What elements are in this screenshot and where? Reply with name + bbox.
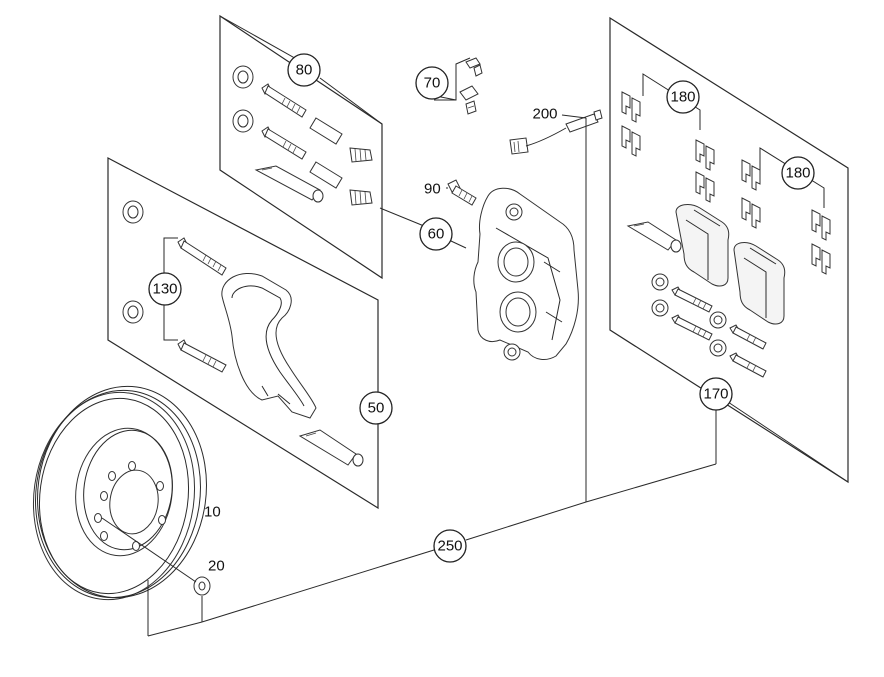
svg-text:70: 70	[424, 75, 441, 92]
callout-80[interactable]: 80	[287, 53, 321, 87]
callout-50[interactable]: 50	[359, 391, 393, 425]
part-clips-180-right	[695, 139, 715, 203]
part-bolt-top	[261, 83, 307, 118]
callout-20[interactable]: 20	[208, 558, 225, 575]
part-caliper-60	[473, 187, 579, 361]
part-bellow-top	[349, 147, 373, 163]
part-boot-mid	[232, 109, 254, 133]
callout-170[interactable]: 170	[699, 377, 733, 411]
part-bolt-170-1	[671, 286, 713, 313]
part-bolt-170-4	[729, 352, 767, 378]
part-bolt-170-3	[729, 324, 767, 350]
part-grease-tube-170	[626, 221, 682, 253]
part-boot-top	[232, 65, 254, 89]
part-bleeder-70	[434, 57, 483, 115]
part-sleeve-top	[309, 117, 343, 145]
callout-180-b[interactable]: 180	[781, 156, 815, 190]
part-grease-tube-80	[254, 165, 324, 203]
svg-text:80: 80	[296, 62, 313, 79]
part-clips-180b-left	[741, 159, 761, 229]
part-clips-180b-right	[811, 209, 831, 275]
part-screw-20	[193, 576, 211, 596]
callout-90[interactable]: 90	[424, 181, 441, 198]
callout-10[interactable]: 10	[204, 504, 221, 521]
svg-text:60: 60	[428, 226, 445, 243]
part-bolt-130-bottom	[177, 339, 227, 373]
callout-130[interactable]: 130	[148, 272, 182, 306]
part-grease-tube-50	[298, 429, 364, 467]
part-sleeve-170-2	[651, 299, 669, 317]
panel-170	[609, 16, 849, 484]
part-bellow-bottom	[349, 189, 373, 206]
callout-180-a[interactable]: 180	[666, 80, 700, 114]
panel-80	[219, 14, 383, 280]
part-sleeve-170-3	[709, 311, 727, 329]
part-caliper-bracket	[221, 273, 317, 419]
part-bolt-130-top	[177, 237, 227, 276]
part-sleeve-170-1	[651, 273, 669, 291]
callout-70[interactable]: 70	[415, 66, 449, 100]
part-bolt-170-2	[671, 314, 713, 341]
callout-200[interactable]: 200	[532, 106, 557, 123]
part-boot-130-bottom	[122, 300, 144, 324]
part-clips-180-left	[621, 91, 641, 157]
callout-60[interactable]: 60	[419, 217, 453, 251]
part-boot-130-top	[122, 200, 144, 224]
svg-text:50: 50	[368, 400, 385, 417]
panel-50	[107, 157, 379, 510]
svg-text:200: 200	[532, 106, 557, 123]
svg-text:90: 90	[424, 181, 441, 198]
part-sleeve-170-4	[709, 339, 727, 357]
svg-text:10: 10	[204, 504, 221, 521]
part-rotor-10	[32, 385, 207, 601]
svg-text:180: 180	[670, 89, 695, 106]
svg-text:130: 130	[152, 281, 177, 298]
part-brake-pad-left	[675, 204, 730, 287]
part-brake-pad-right	[733, 242, 786, 325]
callout-250[interactable]: 250	[433, 529, 467, 563]
part-sleeve-bottom	[309, 161, 343, 189]
svg-text:250: 250	[437, 538, 462, 555]
part-bolt-90	[447, 179, 477, 206]
part-bolt-mid	[261, 126, 307, 160]
svg-text:20: 20	[208, 558, 225, 575]
svg-text:180: 180	[785, 165, 810, 182]
svg-text:170: 170	[703, 386, 728, 403]
